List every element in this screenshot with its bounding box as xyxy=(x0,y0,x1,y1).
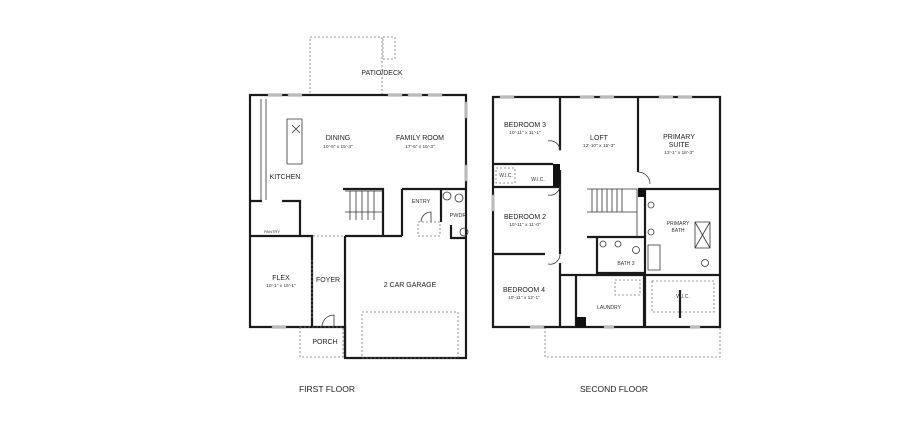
room-label-primary-suite-2: SUITE xyxy=(669,142,690,149)
window xyxy=(387,93,403,97)
entry-door-swing xyxy=(420,211,432,223)
toilet-icon xyxy=(701,259,709,267)
room-label-primary-bath: PRIMARY xyxy=(667,221,690,227)
second-floor-plan: BEDROOM 3 10'-11" x 11'-1" LOFT 12'-10" … xyxy=(491,95,722,394)
window xyxy=(464,101,468,119)
room-label-porch: PORCH xyxy=(312,339,337,346)
second-floor-interior-walls xyxy=(493,97,720,327)
water-heater-icon xyxy=(459,227,469,237)
room-label-primary-bath-2: BATH xyxy=(672,228,685,234)
room-label-wic-3: W.I.C. xyxy=(676,294,690,300)
room-size-bedroom-3: 10'-11" x 11'-1" xyxy=(509,130,541,136)
kitchen-counters xyxy=(260,99,303,200)
window xyxy=(603,325,615,329)
garage-door xyxy=(361,311,459,359)
room-label-bedroom-2: BEDROOM 2 xyxy=(504,214,546,221)
window xyxy=(267,93,283,97)
room-label-dining: DINING xyxy=(326,135,351,142)
shower-and-tub xyxy=(647,221,711,271)
room-label-foyer: FOYER xyxy=(316,277,340,284)
chase xyxy=(576,317,586,327)
pantry-walls xyxy=(250,199,302,236)
second-floor-stairs xyxy=(587,188,638,237)
window xyxy=(677,95,693,99)
door-swings xyxy=(547,140,651,265)
window xyxy=(658,95,674,99)
room-size-bedroom-4: 10'-11" x 12'-1" xyxy=(508,295,540,301)
room-label-bedroom-4: BEDROOM 4 xyxy=(503,287,545,294)
room-label-garage: 2 CAR GARAGE xyxy=(384,282,437,289)
toilet-icon xyxy=(442,191,452,201)
window xyxy=(599,95,615,99)
window xyxy=(464,164,468,182)
room-label-kitchen: KITCHEN xyxy=(270,174,301,181)
first-floor-dashed-lines xyxy=(311,221,441,320)
first-floor-interior-walls xyxy=(250,187,466,358)
room-label-entry: ENTRY xyxy=(412,199,431,205)
room-size-family-room: 17'-5" x 15'-3" xyxy=(405,144,435,150)
room-label-wic-2: W.I.C. xyxy=(531,177,545,183)
room-size-primary-suite: 13'-1" x 16'-3" xyxy=(664,150,694,156)
room-label-loft: LOFT xyxy=(590,135,609,142)
sink-icon xyxy=(614,240,622,248)
window xyxy=(529,325,545,329)
sink-icon xyxy=(599,240,607,248)
chase xyxy=(638,189,646,197)
window xyxy=(689,325,701,329)
room-label-bath-3: BATH 3 xyxy=(617,261,634,267)
window xyxy=(491,194,495,212)
room-label-pwdr: PWDR xyxy=(450,213,467,219)
room-label-wic-1: W.I.C. xyxy=(499,173,513,179)
window xyxy=(499,95,515,99)
second-floor-dashed-lines xyxy=(495,167,715,313)
room-label-family-room: FAMILY ROOM xyxy=(396,135,444,142)
room-size-bedroom-2: 10'-11" x 11'-0" xyxy=(509,222,541,228)
second-floor-outer-wall xyxy=(491,95,722,329)
room-size-flex: 10'-1" x 15'-1" xyxy=(266,283,296,289)
room-label-flex: FLEX xyxy=(272,275,290,282)
chase xyxy=(553,164,560,187)
room-label-primary-suite: PRIMARY xyxy=(663,134,695,141)
porch-outline xyxy=(299,326,344,358)
grade-stairs xyxy=(382,36,396,60)
window xyxy=(407,93,423,97)
patio-deck-outline xyxy=(309,36,383,96)
sink-icon xyxy=(647,201,655,209)
room-size-dining: 10'-5" x 15'-3" xyxy=(323,144,353,150)
room-label-pantry: PANTRY xyxy=(264,229,280,234)
window xyxy=(287,93,303,97)
first-floor-caption: FIRST FLOOR xyxy=(299,384,355,394)
sink-icon xyxy=(454,193,464,203)
second-floor-caption: SECOND FLOOR xyxy=(580,384,648,394)
room-label-bedroom-3: BEDROOM 3 xyxy=(504,122,546,129)
window xyxy=(579,95,595,99)
room-size-loft: 12'-10" x 15'-3" xyxy=(583,143,615,149)
first-floor-plan: PATIO/DECK DINING 10'-5" x 15'-3" FAMILY… xyxy=(248,36,469,394)
front-door-swing xyxy=(321,314,335,328)
toilet-icon xyxy=(632,246,640,254)
sink-icon xyxy=(647,228,655,236)
room-label-patio-deck: PATIO/DECK xyxy=(361,70,403,77)
room-label-laundry: LAUNDRY xyxy=(597,305,621,311)
window xyxy=(427,93,443,97)
window xyxy=(271,325,287,329)
covered-area-outline xyxy=(544,326,721,358)
first-floor-stairs xyxy=(345,190,383,220)
